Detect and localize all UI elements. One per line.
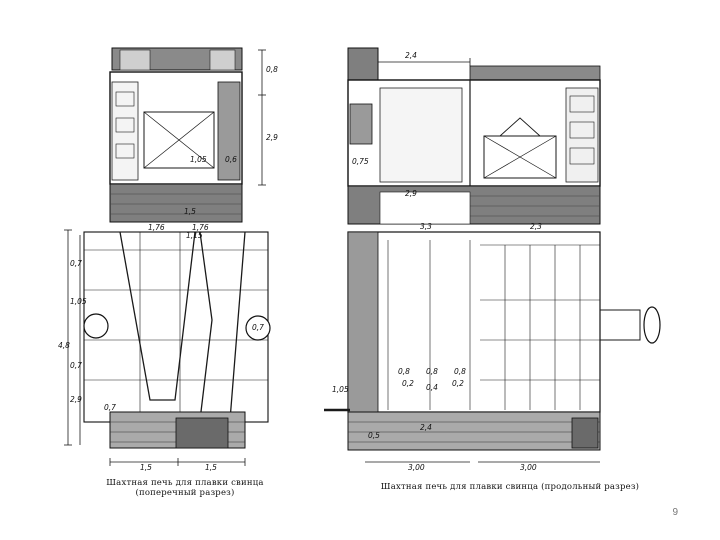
dim-d3: 1,05 — [190, 155, 207, 164]
dim-d17: 1,5 — [205, 463, 217, 472]
rdim-b5: 0,4 — [426, 383, 438, 392]
dim-d13: 0,7 — [70, 361, 82, 370]
dim-d15: 0,7 — [104, 403, 116, 412]
dim-d12: 0,7 — [252, 323, 264, 332]
rdim-b4: 0,2 — [402, 379, 414, 388]
dim-d5: 1,5 — [184, 207, 196, 216]
rdim-mid3: 2,3 — [530, 222, 542, 231]
left-caption-line1: Шахтная печь для плавки свинца — [106, 478, 264, 488]
dim-d10: 1,05 — [70, 297, 87, 306]
dim-d4: 0,6 — [225, 155, 237, 164]
rdim-b2: 0,8 — [426, 367, 438, 376]
dim-d14: 2,9 — [70, 395, 82, 404]
dim-d8: 1,15 — [186, 231, 203, 240]
rdim-left-b: 0,5 — [368, 431, 380, 440]
rdim-bottom-l: 3,00 — [408, 463, 425, 472]
dim-d11: 4,8 — [58, 341, 70, 350]
rdim-mid1: 2,9 — [405, 189, 417, 198]
rdim-mid2: 3,3 — [420, 222, 432, 231]
dim-d1: 0,8 — [266, 65, 278, 74]
rdim-bottom-in: 2,4 — [420, 423, 432, 432]
rdim-bottom-r: 3,00 — [520, 463, 537, 472]
dim-d2: 2,9 — [266, 133, 278, 142]
dim-d9: 0,7 — [70, 259, 82, 268]
rdim-side: 0,75 — [352, 157, 369, 166]
rdim-b6: 0,2 — [452, 379, 464, 388]
dim-d16: 1,5 — [140, 463, 152, 472]
left-caption: Шахтная печь для плавки свинца (поперечн… — [100, 478, 270, 498]
right-caption: Шахтная печь для плавки свинца (продольн… — [380, 482, 640, 492]
rdim-b1: 0,8 — [398, 367, 410, 376]
rdim-top: 2,4 — [405, 51, 417, 60]
rdim-left-a: 1,05 — [332, 385, 349, 394]
left-caption-line2: (поперечный разрез) — [135, 488, 235, 498]
rdim-b3: 0,8 — [454, 367, 466, 376]
dim-d6: 1,76 — [148, 223, 165, 232]
page-number: 9 — [672, 507, 678, 518]
dim-d7: 1,76 — [192, 223, 209, 232]
